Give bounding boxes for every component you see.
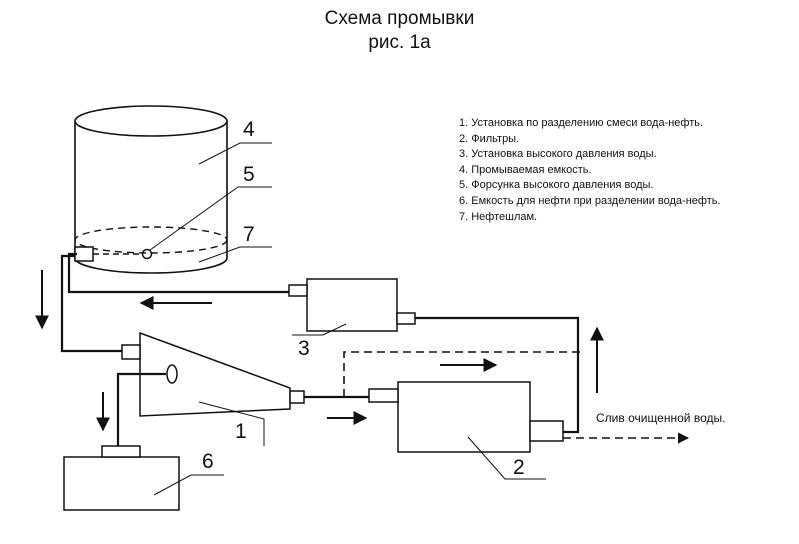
label-2: 2 bbox=[513, 456, 525, 479]
washed-tank bbox=[74, 105, 228, 274]
legend-item-4: 4. Промываемая емкость. bbox=[459, 163, 592, 176]
nozzle-assembly bbox=[74, 246, 153, 262]
label-7: 7 bbox=[243, 223, 255, 246]
figure-number: рис. 1а bbox=[368, 32, 431, 53]
legend-item-5: 5. Форсунка высокого давления воды. bbox=[459, 179, 654, 192]
legend: 1. Установка по разделению смеси вода-не… bbox=[459, 116, 721, 225]
legend-item-3: 3. Установка высокого давления воды. bbox=[459, 148, 657, 161]
label-3: 3 bbox=[298, 337, 310, 360]
label-6: 6 bbox=[202, 450, 214, 473]
dashed-pipelines bbox=[343, 351, 580, 397]
pipelines bbox=[60, 252, 580, 446]
flow-arrows bbox=[35, 270, 604, 432]
high-pressure-unit bbox=[288, 278, 416, 332]
label-leaders bbox=[149, 142, 546, 496]
outlet-caption: Слив очищенной воды. bbox=[596, 411, 726, 425]
label-5: 5 bbox=[243, 163, 255, 186]
filter-unit bbox=[368, 381, 564, 453]
label-4: 4 bbox=[243, 118, 255, 141]
label-1: 1 bbox=[235, 420, 247, 443]
legend-item-1: 1. Установка по разделению смеси вода-не… bbox=[459, 117, 704, 129]
diagram-title: Схема промывки bbox=[324, 8, 475, 29]
legend-item-6: 6. Емкость для нефти при разделении вода… bbox=[459, 194, 721, 207]
legend-item-7: 7. Нефтешлам. bbox=[459, 210, 538, 223]
legend-item-2: 2. Фильтры. bbox=[459, 132, 520, 145]
oil-container bbox=[63, 445, 180, 511]
